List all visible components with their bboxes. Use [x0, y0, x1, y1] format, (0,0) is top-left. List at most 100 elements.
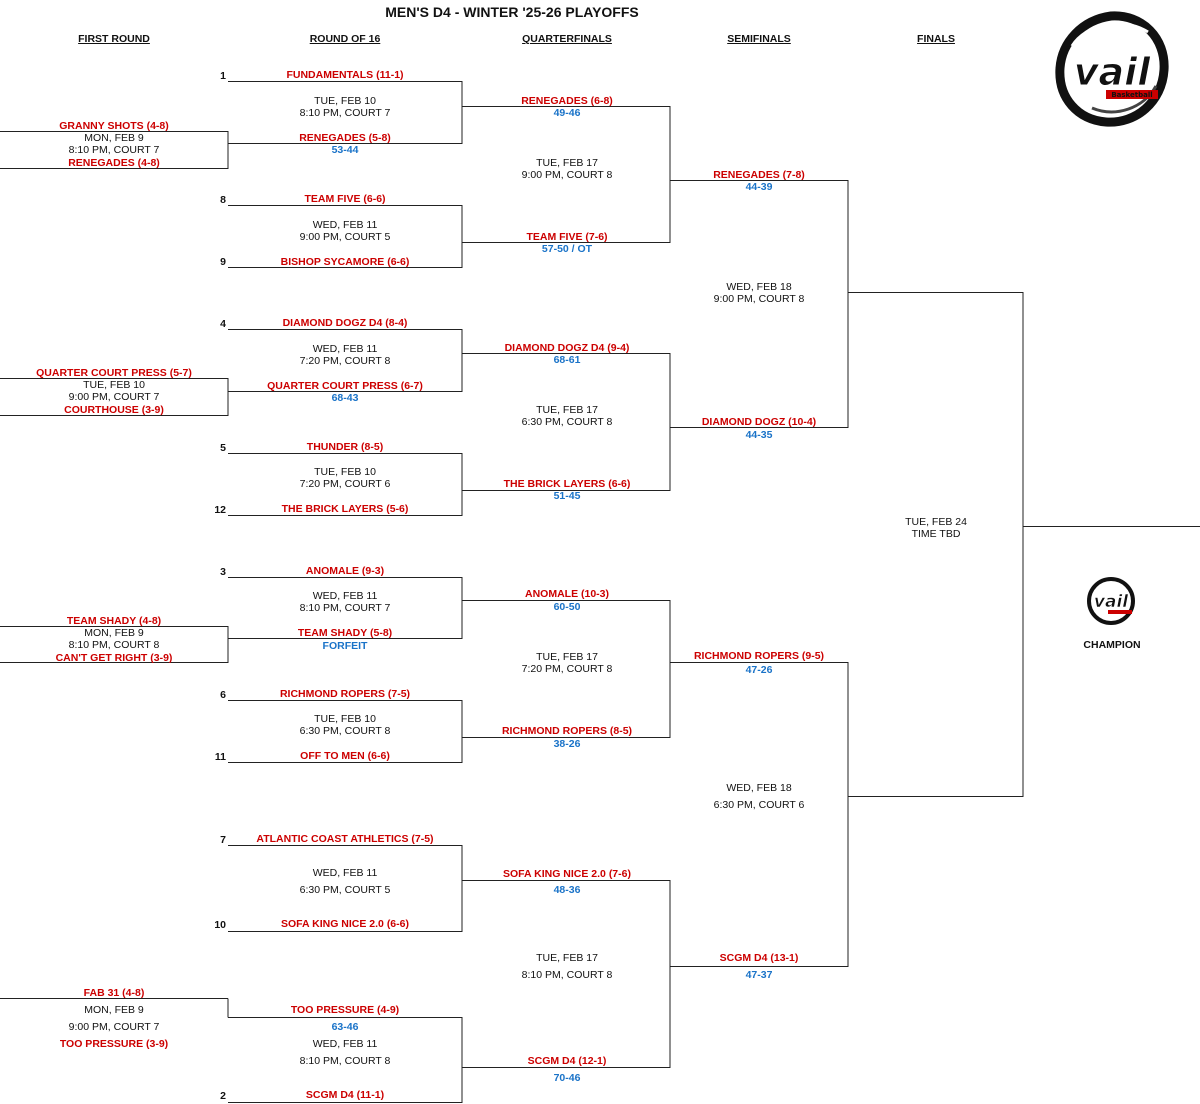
seed-number: 12	[214, 504, 226, 516]
seed-number: 2	[220, 1090, 226, 1102]
game-score: 60-50	[553, 601, 581, 613]
game-score: 68-61	[553, 354, 581, 366]
game-time-court: 7:20 PM, COURT 6	[299, 478, 391, 490]
team-label: CAN'T GET RIGHT (3-9)	[55, 652, 173, 664]
team-label: DIAMOND DOGZ D4 (9-4)	[504, 342, 630, 354]
team-label: THE BRICK LAYERS (5-6)	[281, 503, 409, 515]
game-score: 63-46	[331, 1021, 359, 1033]
game-date: WED, FEB 11	[312, 219, 378, 231]
game-score: 44-39	[745, 181, 773, 193]
team-label: SCGM D4 (12-1)	[527, 1055, 607, 1067]
team-label: TEAM SHADY (4-8)	[66, 615, 162, 627]
svg-text:vail: vail	[1074, 50, 1151, 94]
fr-connector-2	[0, 378, 229, 416]
team-label: ANOMALE (9-3)	[305, 565, 385, 577]
game-time-court: 8:10 PM, COURT 7	[299, 107, 391, 119]
header-round-of-16: ROUND OF 16	[309, 33, 381, 45]
game-time-court: 8:10 PM, COURT 8	[299, 1055, 391, 1067]
game-date: TUE, FEB 17	[536, 404, 598, 416]
game-date: WED, FEB 11	[312, 590, 378, 602]
team-label: QUARTER COURT PRESS (6-7)	[267, 380, 423, 392]
seed-number: 9	[220, 256, 226, 268]
sf-connector-2	[670, 662, 849, 967]
team-label: FUNDAMENTALS (11-1)	[286, 69, 404, 81]
page-title: MEN'S D4 - WINTER '25-26 PLAYOFFS	[385, 4, 639, 20]
header-semifinals: SEMIFINALS	[727, 33, 791, 45]
game-score: 51-45	[553, 490, 581, 502]
game-score: 47-26	[745, 664, 773, 676]
r16-connector-1	[228, 81, 463, 144]
game-time: TIME TBD	[911, 528, 961, 540]
seed-number: 8	[220, 194, 226, 206]
game-date: MON, FEB 9	[84, 1004, 144, 1016]
team-label: THE BRICK LAYERS (6-6)	[503, 478, 631, 490]
team-label: FAB 31 (4-8)	[83, 987, 145, 999]
r16-connector-8	[228, 1017, 463, 1103]
game-date: WED, FEB 11	[312, 1038, 378, 1050]
game-score: 48-36	[553, 884, 581, 896]
team-label: TOO PRESSURE (3-9)	[59, 1038, 169, 1050]
fr-connector-3	[0, 626, 229, 663]
game-date: WED, FEB 18	[726, 281, 792, 293]
team-label: ATLANTIC COAST ATHLETICS (7-5)	[256, 833, 434, 845]
r16-connector-2	[228, 205, 463, 268]
game-date: TUE, FEB 17	[536, 952, 598, 964]
r16-connector-6	[228, 700, 463, 763]
sf-connector-1	[670, 180, 849, 428]
team-label: GRANNY SHOTS (4-8)	[59, 120, 169, 132]
game-score: FORFEIT	[322, 640, 368, 652]
qf-connector-3	[462, 600, 671, 738]
svg-text:Basketball: Basketball	[1111, 91, 1152, 99]
team-label: TEAM SHADY (5-8)	[297, 627, 393, 639]
game-date: TUE, FEB 17	[536, 157, 598, 169]
game-score: 57-50 / OT	[541, 243, 593, 255]
header-first-round: FIRST ROUND	[78, 33, 150, 45]
game-time-court: 6:30 PM, COURT 6	[713, 799, 805, 811]
team-label: SOFA KING NICE 2.0 (6-6)	[281, 918, 409, 930]
game-time-court: 9:00 PM, COURT 8	[713, 293, 805, 305]
team-label: TEAM FIVE (7-6)	[526, 231, 608, 243]
fr-connector-1	[0, 131, 229, 169]
team-label: TEAM FIVE (6-6)	[304, 193, 386, 205]
game-date: TUE, FEB 24	[905, 516, 967, 528]
game-time-court: 7:20 PM, COURT 8	[299, 355, 391, 367]
team-label: RICHMOND ROPERS (7-5)	[279, 688, 411, 700]
seed-number: 10	[214, 919, 226, 931]
vail-basketball-logo: vail Basketball	[1055, 11, 1169, 127]
game-score: 70-46	[553, 1072, 581, 1084]
team-label: RICHMOND ROPERS (9-5)	[693, 650, 825, 662]
team-label: OFF TO MEN (6-6)	[300, 750, 390, 762]
team-label: BISHOP SYCAMORE (6-6)	[280, 256, 410, 268]
game-date: WED, FEB 11	[312, 343, 378, 355]
team-label: QUARTER COURT PRESS (5-7)	[36, 367, 192, 379]
game-score: 53-44	[331, 144, 359, 156]
qf-connector-4	[462, 880, 671, 1068]
game-time-court: 8:10 PM, COURT 7	[299, 602, 391, 614]
team-label: RENEGADES (4-8)	[68, 157, 160, 169]
seed-number: 4	[220, 318, 226, 330]
svg-text:vail: vail	[1094, 592, 1129, 612]
seed-number: 3	[220, 566, 226, 578]
game-score: 44-35	[745, 429, 773, 441]
seed-number: 11	[214, 751, 226, 763]
team-label: RENEGADES (5-8)	[299, 132, 391, 144]
team-label: DIAMOND DOGZ (10-4)	[701, 416, 817, 428]
seed-number: 1	[220, 70, 226, 82]
game-date: TUE, FEB 10	[314, 95, 376, 107]
game-time-court: 6:30 PM, COURT 8	[299, 725, 391, 737]
r16-connector-4	[228, 453, 463, 516]
game-time-court: 9:00 PM, COURT 5	[299, 231, 391, 243]
finals-connector	[848, 292, 1024, 797]
game-date: MON, FEB 9	[84, 132, 144, 144]
team-label: RENEGADES (6-8)	[521, 95, 613, 107]
game-time-court: 9:00 PM, COURT 7	[68, 1021, 160, 1033]
header-finals: FINALS	[917, 33, 955, 45]
game-date: WED, FEB 11	[312, 867, 378, 879]
game-date: WED, FEB 18	[726, 782, 792, 794]
game-score: 47-37	[745, 969, 773, 981]
game-time-court: 6:30 PM, COURT 8	[521, 416, 613, 428]
seed-number: 5	[220, 442, 226, 454]
team-label: RENEGADES (7-8)	[713, 169, 805, 181]
game-time-court: 8:10 PM, COURT 7	[68, 144, 160, 156]
